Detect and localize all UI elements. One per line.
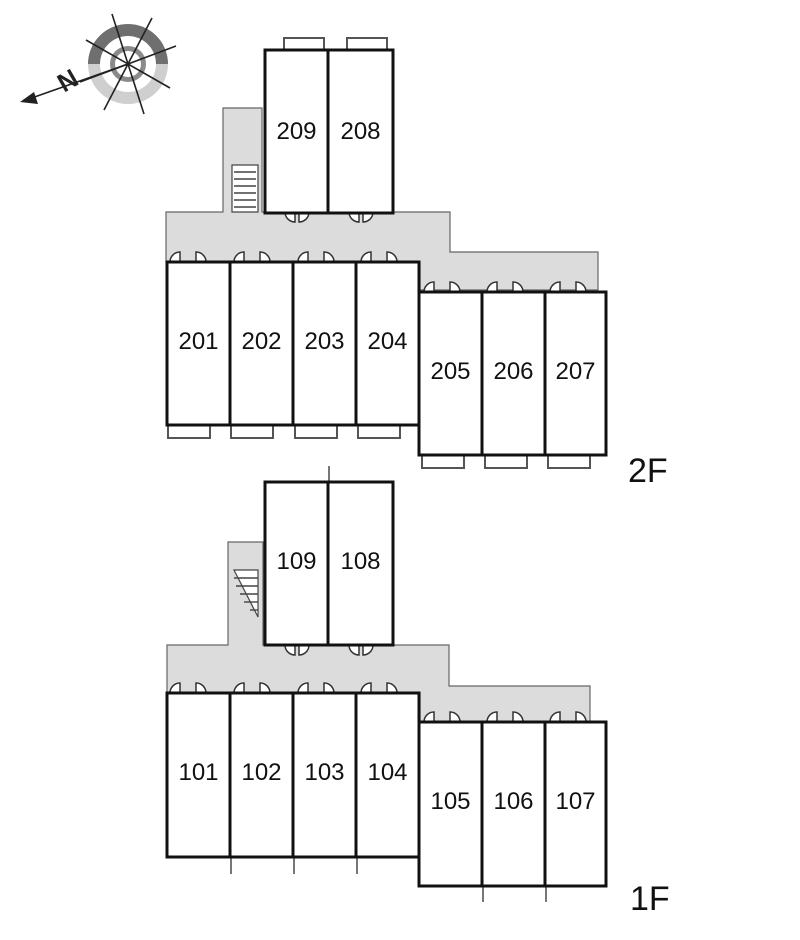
unit-number: 203 — [304, 328, 344, 355]
unit-number: 109 — [276, 548, 316, 575]
unit-105[interactable]: 105 — [417, 720, 484, 888]
unit-number: 101 — [178, 759, 218, 786]
floor-label: 1F — [630, 880, 670, 918]
unit-202[interactable]: 202 — [228, 260, 295, 427]
unit-number: 104 — [367, 759, 407, 786]
unit-101[interactable]: 101 — [165, 691, 232, 859]
unit-203[interactable]: 203 — [291, 260, 358, 427]
floor-2f: 209 208 201 202 203 204 205 206 — [165, 37, 668, 490]
unit-number: 105 — [430, 788, 470, 815]
unit-number: 102 — [241, 759, 281, 786]
unit-number: 204 — [367, 328, 407, 355]
unit-number: 206 — [493, 358, 533, 385]
unit-205[interactable]: 205 — [417, 290, 484, 457]
unit-108[interactable]: 108 — [326, 480, 395, 647]
walkway — [165, 107, 599, 291]
stairs — [233, 569, 259, 618]
unit-201[interactable]: 201 — [165, 260, 232, 427]
unit-103[interactable]: 103 — [291, 691, 358, 859]
unit-109[interactable]: 109 — [263, 480, 330, 647]
unit-204[interactable]: 204 — [354, 260, 421, 427]
stairs — [231, 164, 259, 213]
unit-102[interactable]: 102 — [228, 691, 295, 859]
unit-107[interactable]: 107 — [543, 720, 608, 888]
floor-1f: 109 108 101 102 103 104 105 106 — [165, 466, 670, 918]
unit-number: 106 — [493, 788, 533, 815]
unit-number: 202 — [241, 328, 281, 355]
unit-106[interactable]: 106 — [480, 720, 547, 888]
unit-number: 207 — [555, 358, 595, 385]
unit-number: 108 — [340, 548, 380, 575]
unit-number: 209 — [276, 118, 316, 145]
unit-number: 208 — [340, 118, 380, 145]
floor-label: 2F — [628, 452, 668, 490]
north-label: N — [52, 63, 83, 98]
unit-number: 107 — [555, 788, 595, 815]
unit-206[interactable]: 206 — [480, 290, 547, 457]
unit-208[interactable]: 208 — [326, 48, 395, 215]
unit-number: 205 — [430, 358, 470, 385]
unit-207[interactable]: 207 — [543, 290, 608, 457]
unit-209[interactable]: 209 — [263, 48, 330, 215]
compass-icon: N — [20, 13, 177, 115]
balcony — [346, 37, 388, 51]
doors — [169, 644, 587, 723]
balcony — [283, 37, 325, 51]
unit-104[interactable]: 104 — [354, 691, 421, 859]
unit-number: 103 — [304, 759, 344, 786]
unit-number: 201 — [178, 328, 218, 355]
